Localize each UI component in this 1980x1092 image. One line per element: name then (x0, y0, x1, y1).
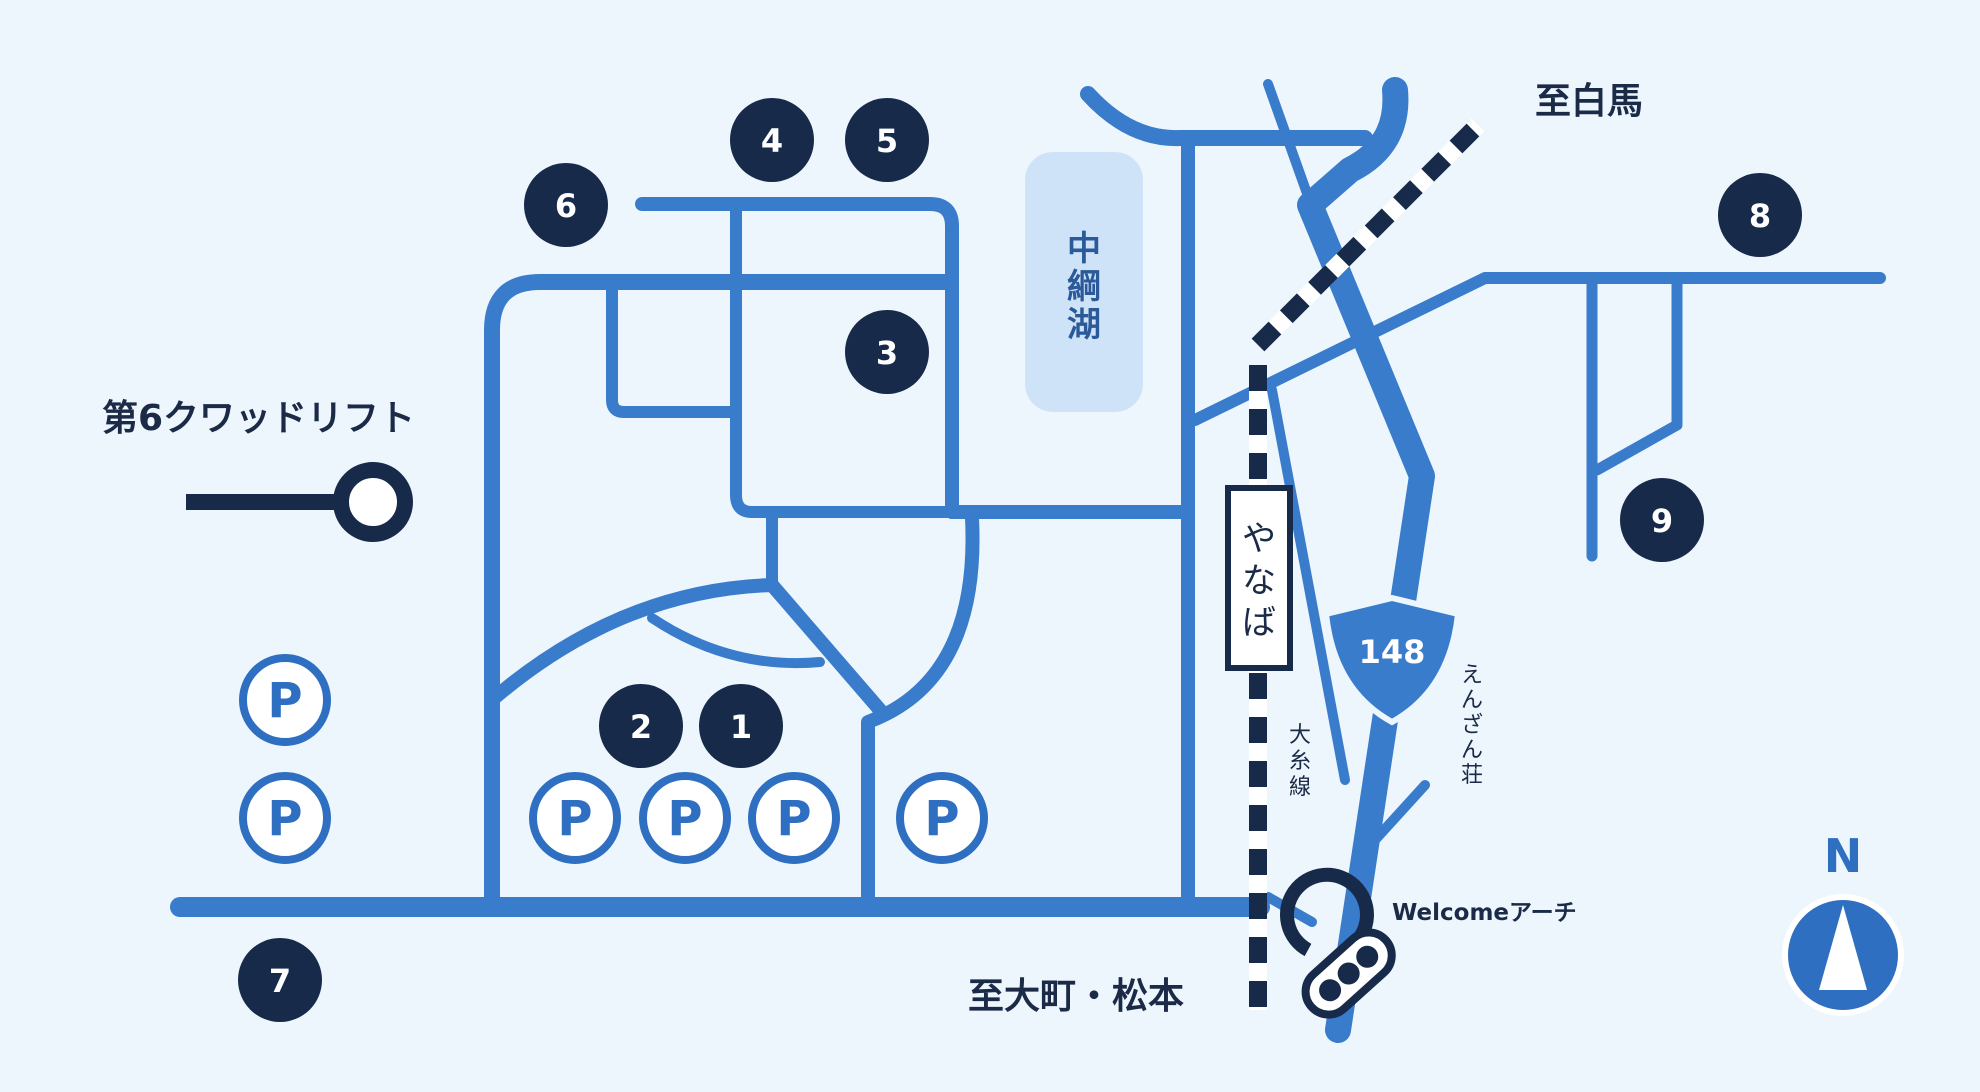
marker-6-label: 6 (555, 187, 577, 225)
road-vert-mid (730, 204, 958, 518)
road-arc-left (485, 578, 887, 717)
marker-3-label: 3 (876, 334, 898, 372)
inn-label-2: ん (1461, 688, 1483, 713)
parking-label: P (557, 791, 592, 847)
line-label-3: 線 (1289, 775, 1311, 800)
inn-label-5: 荘 (1461, 763, 1483, 788)
road-arc-inner (647, 613, 825, 669)
marker-2-label: 2 (630, 708, 652, 746)
parking-label: P (267, 673, 302, 729)
inn-label-3: ざ (1461, 712, 1483, 738)
route-148-spur (1370, 780, 1430, 845)
parking-icon[interactable]: P (639, 772, 731, 864)
parking-icon[interactable]: P (896, 772, 988, 864)
traffic-light-icon (1301, 928, 1396, 1019)
inn-label-4: ん (1461, 738, 1483, 763)
road-inner-block (606, 282, 741, 418)
lake-label-3: 湖 (1067, 305, 1101, 345)
inn-label-1: え (1461, 663, 1483, 688)
marker-9[interactable]: 9 (1620, 478, 1704, 562)
marker-8-label: 8 (1749, 197, 1771, 235)
parking-icon[interactable]: P (239, 772, 331, 864)
road-north-loop (1080, 86, 1373, 147)
marker-6[interactable]: 6 (524, 163, 608, 247)
station-box (1225, 485, 1293, 671)
to-omachi-label: 至大町・松本 (968, 976, 1184, 1017)
parking-label: P (667, 791, 702, 847)
parking-label: P (267, 791, 302, 847)
marker-5[interactable]: 5 (845, 98, 929, 182)
station-label-3: ば (1242, 603, 1276, 643)
station-label-1: や (1242, 519, 1276, 559)
parking-label: P (776, 791, 811, 847)
lake (1025, 152, 1143, 412)
railway-north-dash (1251, 118, 1485, 352)
route-148-road (1297, 77, 1435, 1043)
parking-icon[interactable]: P (748, 772, 840, 864)
marker-8[interactable]: 8 (1718, 173, 1802, 257)
road-east-branch-b (1591, 278, 1683, 476)
to-hakuba-label: 至白馬 (1535, 81, 1643, 122)
north-label: N (1824, 829, 1863, 883)
road-left-loop (484, 274, 953, 905)
line-label-1: 大 (1289, 723, 1311, 748)
route-number: 148 (1359, 633, 1426, 671)
road-to-arch (1267, 385, 1350, 785)
road-east (1189, 272, 1886, 426)
route-shield-icon: 148 (1322, 594, 1462, 726)
lift-label: 第6クワッドリフト (102, 398, 415, 439)
marker-9-label: 9 (1651, 502, 1673, 540)
marker-7-label: 7 (269, 962, 291, 1000)
parking-label: P (924, 791, 959, 847)
marker-5-label: 5 (876, 122, 898, 160)
marker-3[interactable]: 3 (845, 310, 929, 394)
north-arrow-icon (1782, 894, 1904, 1016)
marker-4-label: 4 (761, 122, 783, 160)
station-label-2: な (1242, 561, 1276, 601)
line-label-2: 糸 (1289, 749, 1311, 774)
welcome-arch-label: Welcomeアーチ (1392, 900, 1577, 926)
ski-lift-icon (186, 462, 413, 542)
parking-icon[interactable]: P (239, 654, 331, 746)
arch-ring (1280, 867, 1374, 957)
marker-4[interactable]: 4 (730, 98, 814, 182)
parking-icon[interactable]: P (529, 772, 621, 864)
marker-2[interactable]: 2 (599, 684, 683, 768)
marker-7[interactable]: 7 (238, 938, 322, 1022)
marker-1-label: 1 (730, 708, 752, 746)
lake-label-2: 綱 (1067, 267, 1101, 307)
lake-label-1: 中 (1067, 229, 1101, 269)
road-top-branch (635, 197, 959, 519)
marker-1[interactable]: 1 (699, 684, 783, 768)
